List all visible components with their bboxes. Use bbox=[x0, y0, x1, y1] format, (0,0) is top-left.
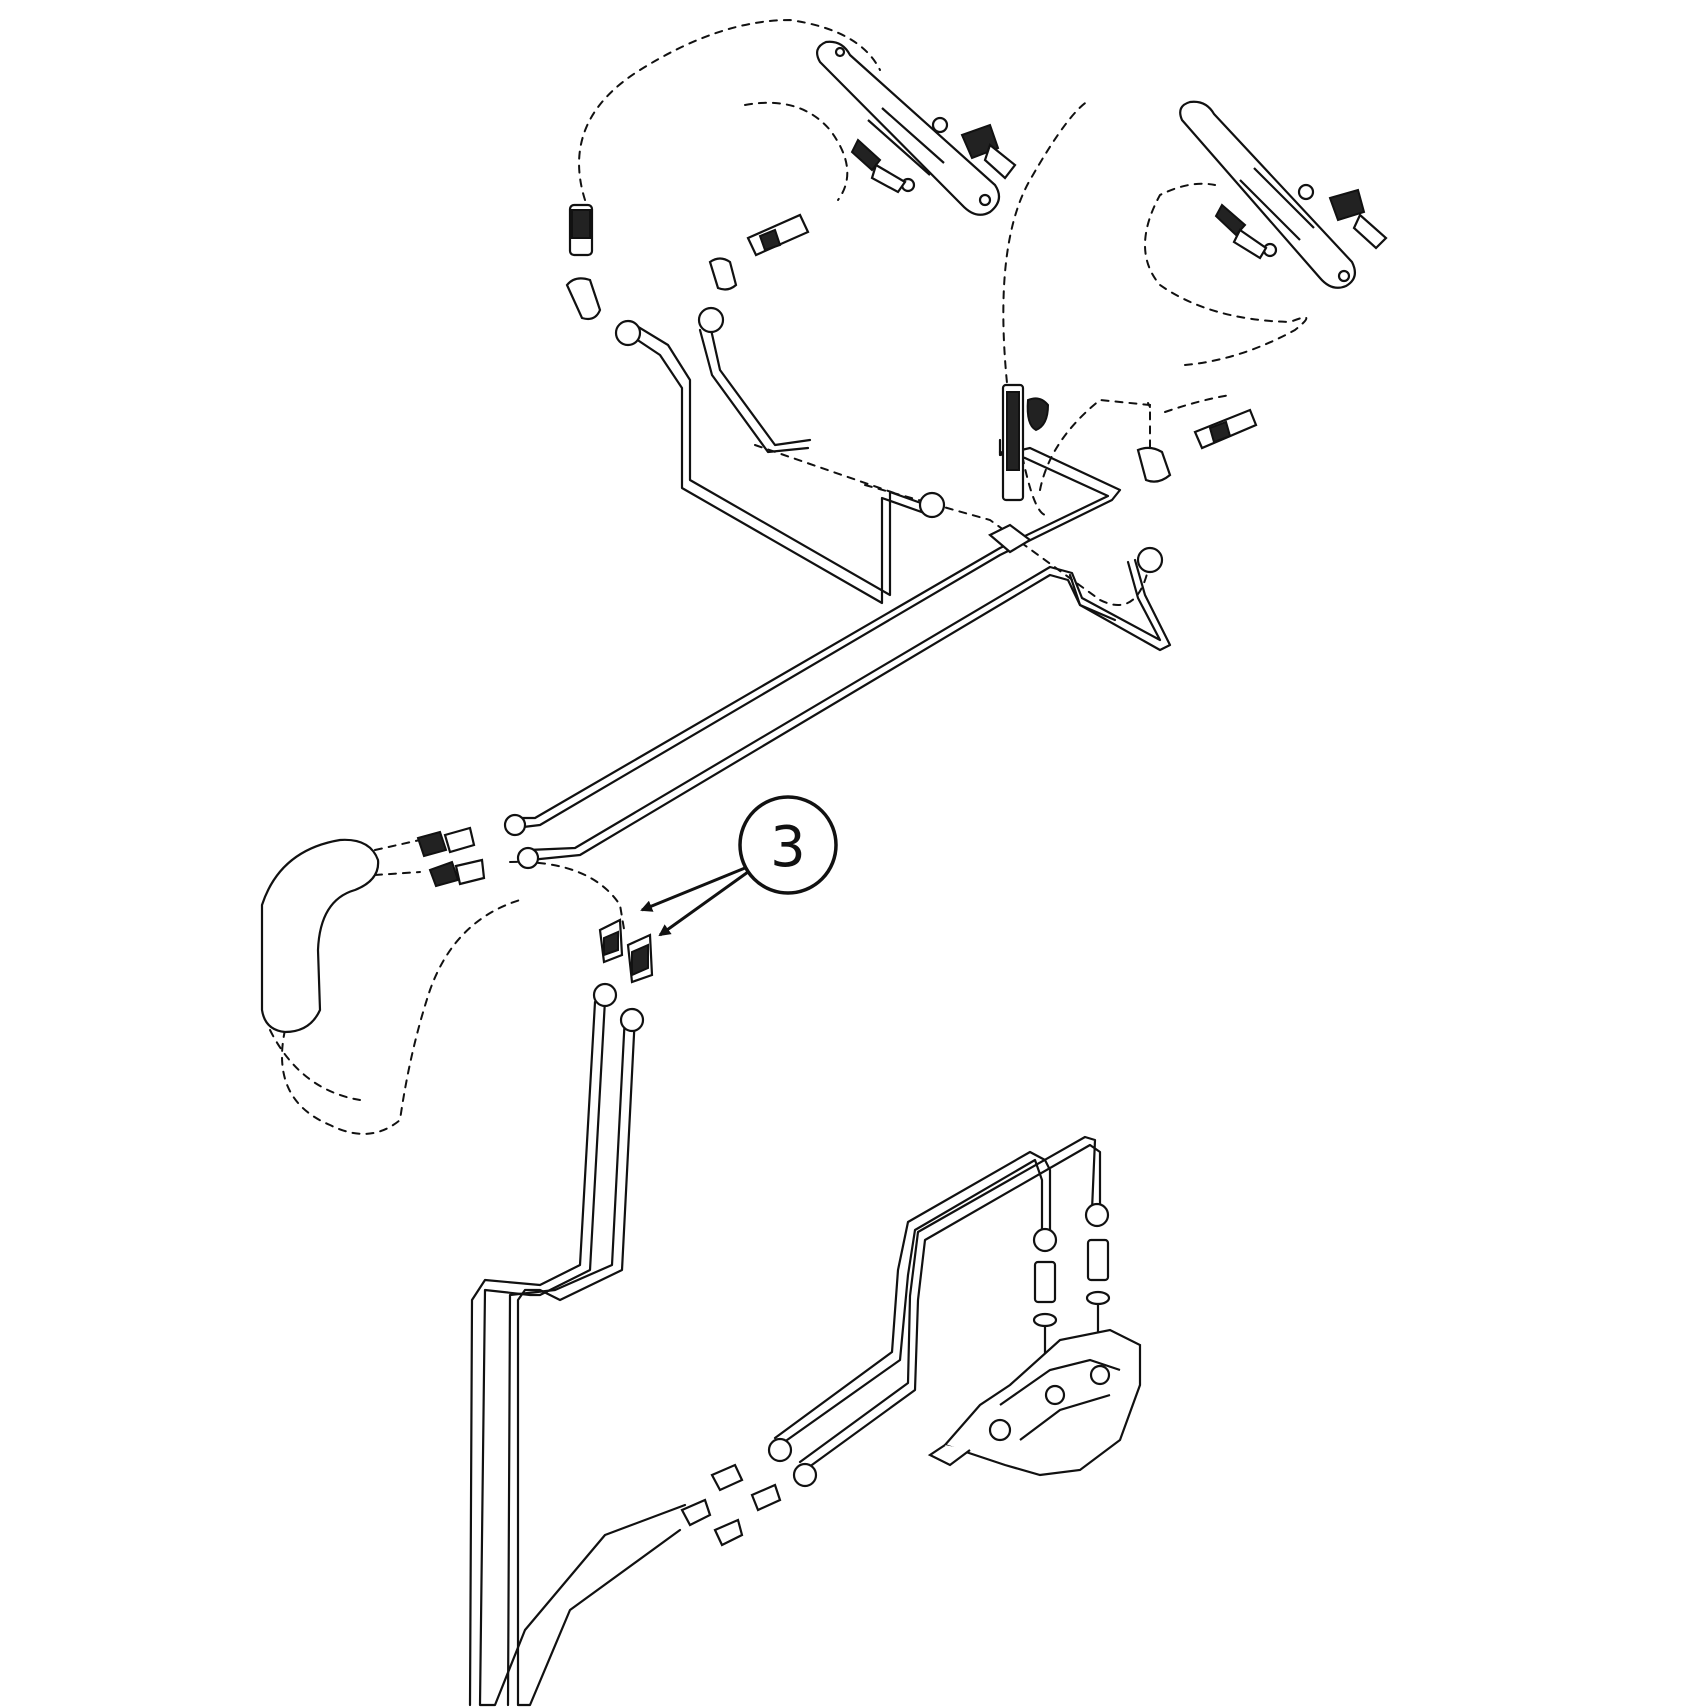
swivel-adapters bbox=[598, 918, 654, 984]
upper-fittings bbox=[565, 203, 1258, 574]
upper-right-cylinder-fittings bbox=[1214, 188, 1388, 260]
middle-left-hose-elbow bbox=[260, 838, 380, 1034]
hoses bbox=[269, 18, 1308, 1135]
upper-right-cylinder bbox=[1179, 100, 1357, 289]
upper-left-cylinder bbox=[815, 40, 1001, 216]
upper-left-cylinder-fittings bbox=[850, 123, 1017, 194]
callout-3-leader-lower bbox=[658, 870, 749, 937]
lower-tubes bbox=[468, 998, 1102, 1707]
middle-left-adapters bbox=[416, 813, 540, 888]
control-valve bbox=[927, 1328, 1142, 1477]
callout-3-circle bbox=[738, 795, 838, 895]
callout-3-label: 3 bbox=[770, 815, 806, 880]
upper-tubes bbox=[510, 323, 1172, 862]
callout-3-leader-upper bbox=[640, 866, 746, 912]
lower-fittings bbox=[592, 982, 1111, 1547]
callout-3: 3 bbox=[640, 795, 838, 937]
